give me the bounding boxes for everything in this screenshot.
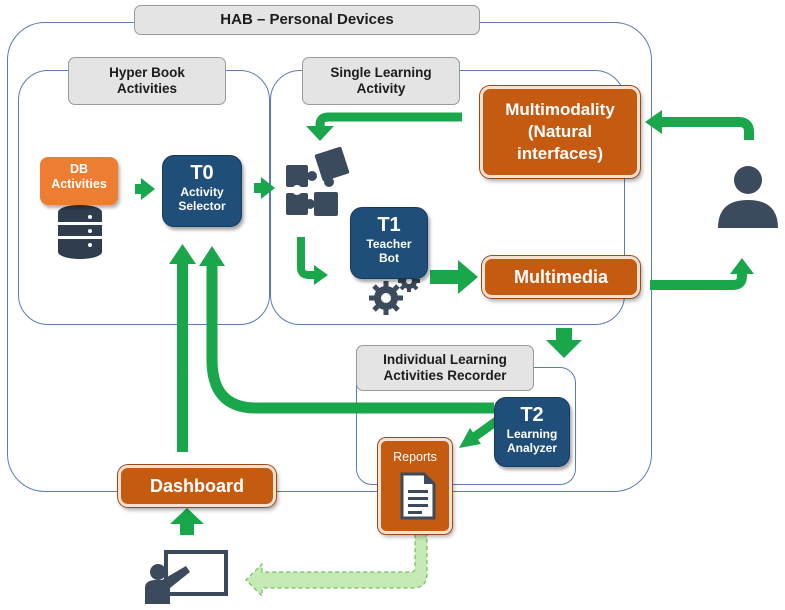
t0-line2: Selector [178,199,226,213]
dashboard-to-t0-arrowhead [169,244,196,264]
puzzle-icon [286,146,350,216]
t1-code: T1 [377,214,401,236]
title-label: HAB – Personal Devices [134,5,480,35]
db-line1: DB [69,162,89,176]
database-icon [58,205,102,259]
individual-recorder-label: Individual Learning Activities Recorder [356,345,534,391]
db-line2: Activities [51,177,107,191]
reports-label: Reports [393,450,437,464]
t2-code: T2 [520,404,544,426]
db-activities-box: DB Activities [40,157,118,205]
single-learning-label: Single Learning Activity [302,57,460,105]
t2-line1: Learning [506,427,558,441]
multimodality-box: Multimodality (Natural interfaces) [480,86,640,178]
t1-line1: Teacher [366,237,412,251]
dashboard-box: Dashboard [118,465,276,507]
multimedia-to-user-arrow [650,274,747,290]
multimedia-to-recorder-arrow [556,328,572,342]
multimodality-line2: (Natural [527,122,593,141]
t0-activity-selector-box: T0 Activity Selector [162,155,242,227]
t2-learning-analyzer-box: T2 Learning Analyzer [494,397,570,467]
t1-to-multimedia-arrow [430,270,460,284]
puzzle-to-t1-arrow [297,237,316,279]
multimodality-line1: Multimodality [505,100,615,119]
t1-line2: Bot [379,251,399,265]
user-to-multimodality-arrow [660,117,754,140]
reports-box: Reports [378,438,452,534]
t0-code: T0 [190,162,214,184]
t2-to-t0-arrow [206,264,494,414]
multimedia-box: Multimedia [482,256,640,298]
t0-to-puzzle-arrow [254,183,263,193]
teacher-to-dashboard-arrow [180,522,194,535]
user-icon [718,166,778,228]
hyper-book-label: Hyper Book Activities [68,57,226,105]
multimodality-line3: interfaces) [517,144,603,163]
teacher-icon [145,550,228,604]
multimodality-to-puzzle-arrow [315,112,462,127]
dashboard-to-t0-arrow [177,262,188,452]
t2-line2: Analyzer [506,441,558,455]
t2-to-t0-arrowhead [199,246,225,266]
t0-line1: Activity [180,185,224,199]
db-to-t0-arrow [135,184,143,194]
t1-teacher-bot-box: T1 Teacher Bot [350,207,428,279]
